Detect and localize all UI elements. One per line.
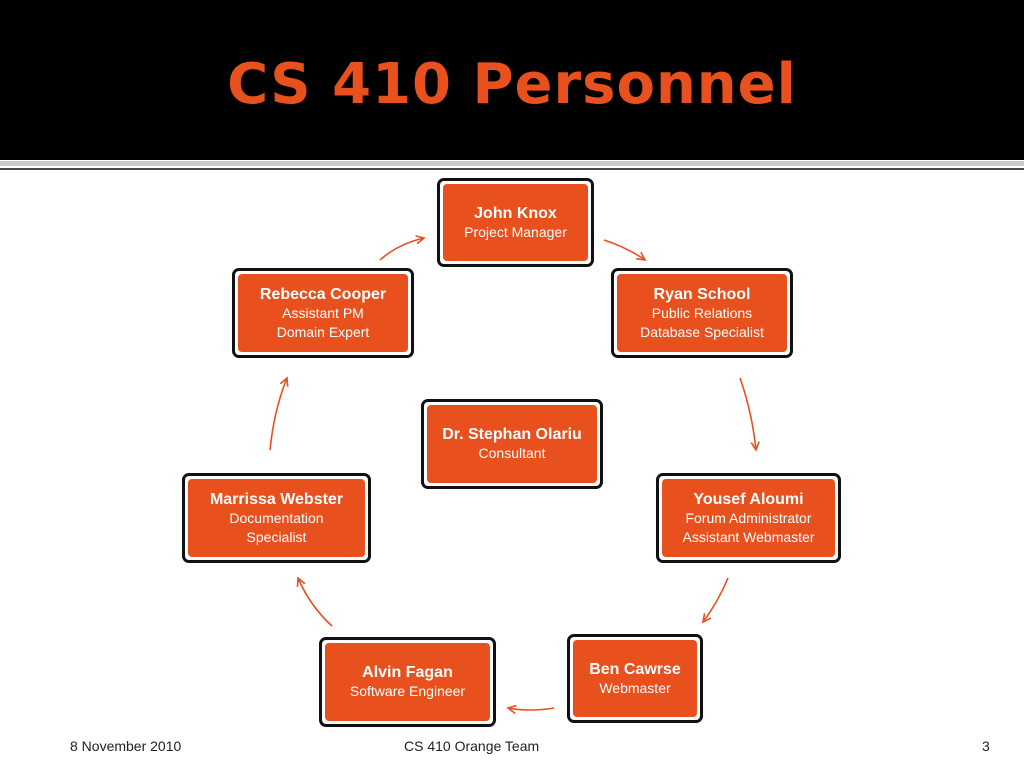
arrow-fagan-to-webster xyxy=(298,578,333,627)
node-role: Database Specialist xyxy=(640,323,764,340)
title-bar: CS 410 Personnel xyxy=(0,0,1024,160)
node-role: Assistant PM xyxy=(282,304,364,321)
header-divider-line xyxy=(0,168,1024,170)
node-marrissa-webster: Marrissa Webster Documentation Specialis… xyxy=(182,473,371,563)
node-role: Public Relations xyxy=(651,304,753,321)
node-john-knox: John Knox Project Manager xyxy=(437,178,594,267)
node-role: Assistant Webmaster xyxy=(682,528,815,545)
node-role: Specialist xyxy=(246,528,307,545)
node-role: Domain Expert xyxy=(276,323,370,340)
arrow-aloumi-to-cawrse xyxy=(703,577,729,622)
node-role: Project Manager xyxy=(464,223,567,240)
node-role: Software Engineer xyxy=(349,683,466,699)
node-alvin-fagan: Alvin Fagan Software Engineer xyxy=(319,637,496,727)
node-name: Rebecca Cooper xyxy=(259,285,387,303)
arrow-cawrse-to-fagan xyxy=(508,708,555,710)
arrow-cooper-to-knox xyxy=(379,238,424,261)
footer-date: 8 November 2010 xyxy=(70,738,182,754)
page-number: 3 xyxy=(982,738,990,754)
header-divider xyxy=(0,161,1024,166)
node-name: Dr. Stephan Olariu xyxy=(442,426,582,443)
arrow-school-to-aloumi xyxy=(739,377,756,450)
node-name: Ryan School xyxy=(653,285,751,303)
node-name: John Knox xyxy=(474,204,557,222)
slide-title: CS 410 Personnel xyxy=(227,52,797,117)
node-role: Documentation xyxy=(229,509,324,526)
node-role: Forum Administrator xyxy=(685,509,812,526)
node-name: Ben Cawrse xyxy=(589,660,681,678)
node-ryan-school: Ryan School Public Relations Database Sp… xyxy=(611,268,793,358)
node-ben-cawrse: Ben Cawrse Webmaster xyxy=(567,634,703,723)
node-name: Marrissa Webster xyxy=(209,490,344,508)
node-stephan-olariu: Dr. Stephan Olariu Consultant xyxy=(421,399,603,489)
node-role: Webmaster xyxy=(599,679,671,696)
arrow-knox-to-school xyxy=(603,239,645,260)
footer-team: CS 410 Orange Team xyxy=(404,738,540,754)
node-yousef-aloumi: Yousef Aloumi Forum Administrator Assist… xyxy=(656,473,841,563)
node-role: Consultant xyxy=(478,445,546,461)
node-name: Yousef Aloumi xyxy=(693,490,804,508)
arrow-webster-to-cooper xyxy=(269,378,287,451)
node-rebecca-cooper: Rebecca Cooper Assistant PM Domain Exper… xyxy=(232,268,414,358)
node-name: Alvin Fagan xyxy=(362,664,453,681)
